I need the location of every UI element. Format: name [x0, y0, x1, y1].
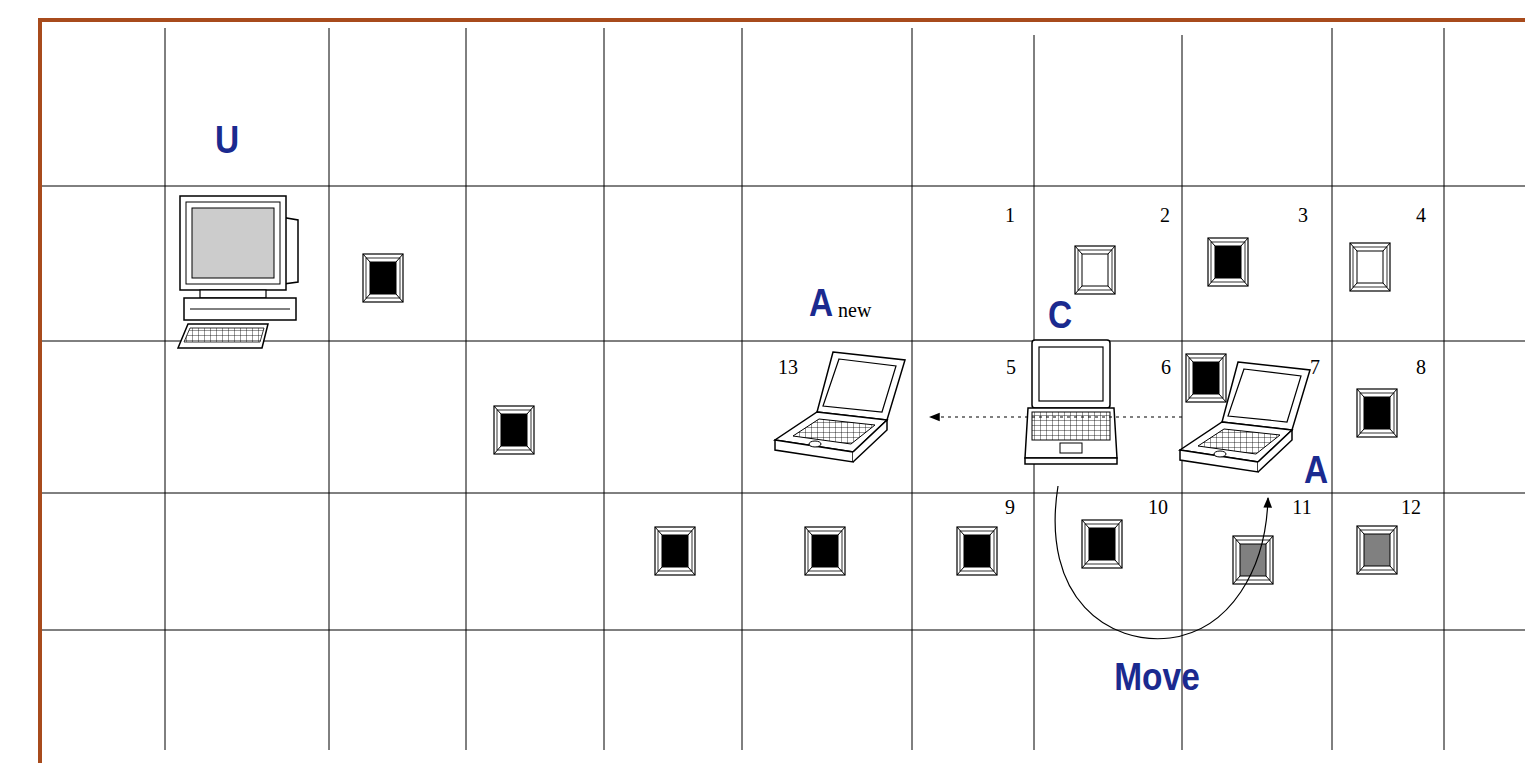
tile-icons — [363, 238, 1397, 584]
cell-number: 10 — [1148, 497, 1168, 517]
cell-number: 13 — [778, 357, 798, 377]
cell-number: 5 — [1006, 357, 1016, 377]
cell-number: 2 — [1160, 205, 1170, 225]
node-name: A — [809, 284, 833, 322]
node-name: C — [1048, 296, 1072, 334]
cell-number: 3 — [1298, 205, 1308, 225]
grid-lines — [42, 28, 1525, 750]
cell-number: 4 — [1416, 205, 1426, 225]
cell-number: 11 — [1292, 497, 1311, 517]
cell-number: 8 — [1416, 357, 1426, 377]
move-path-arrow — [930, 416, 1182, 417]
move-curve-arrow — [1055, 486, 1268, 639]
cell-number: 9 — [1005, 497, 1015, 517]
cell-number: 6 — [1161, 357, 1171, 377]
subscript: new — [838, 300, 871, 320]
desktop-computer — [178, 196, 298, 348]
node-name: U — [215, 121, 239, 159]
laptop-icons — [775, 340, 1310, 472]
cell-number: 7 — [1310, 357, 1320, 377]
node-name: A — [1304, 451, 1328, 489]
action-label: Move — [1114, 658, 1199, 696]
frame-border — [38, 18, 1525, 763]
cell-number: 1 — [1005, 205, 1015, 225]
cell-number: 12 — [1401, 497, 1421, 517]
